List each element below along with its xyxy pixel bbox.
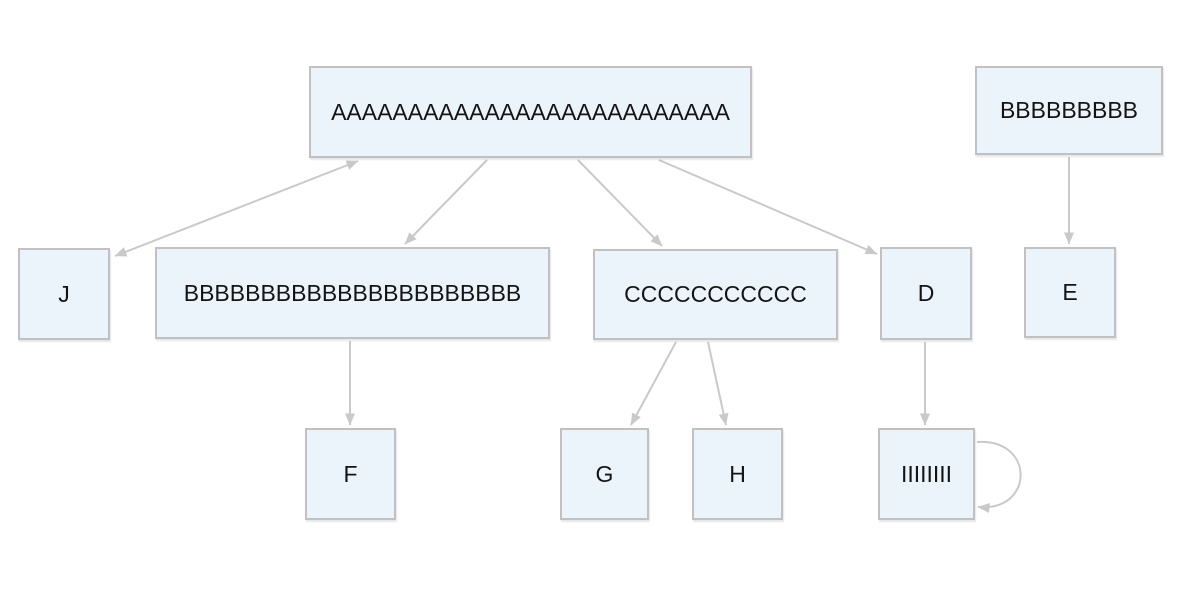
edge-c-h xyxy=(707,341,729,426)
node-b-top[interactable]: BBBBBBBBB xyxy=(975,66,1163,155)
edge-a-j xyxy=(114,160,359,257)
node-c[interactable]: CCCCCCCCCCC xyxy=(593,249,838,340)
edge-a-b-mid xyxy=(404,159,488,245)
node-b-mid[interactable]: BBBBBBBBBBBBBBBBBBBBBB xyxy=(155,247,550,339)
node-f[interactable]: F xyxy=(305,428,396,520)
node-h-label: H xyxy=(729,460,746,487)
node-b-top-label: BBBBBBBBB xyxy=(999,97,1139,123)
node-a-label: AAAAAAAAAAAAAAAAAAAAAAAAAA xyxy=(331,98,730,125)
node-f-label: F xyxy=(343,460,358,487)
node-a[interactable]: AAAAAAAAAAAAAAAAAAAAAAAAAA xyxy=(309,66,752,158)
node-g-label: G xyxy=(595,460,614,487)
node-d[interactable]: D xyxy=(880,247,972,340)
node-j-label: J xyxy=(58,280,70,307)
node-h[interactable]: H xyxy=(692,428,783,520)
node-g[interactable]: G xyxy=(560,428,649,520)
node-i-label: IIIIIIII xyxy=(900,460,953,487)
edge-a-d xyxy=(658,159,878,255)
node-e[interactable]: E xyxy=(1024,247,1116,338)
node-i[interactable]: IIIIIIII xyxy=(878,428,975,520)
node-b-mid-label: BBBBBBBBBBBBBBBBBBBBBB xyxy=(183,279,522,306)
edge-i-self-loop xyxy=(976,440,1022,513)
node-c-label: CCCCCCCCCCC xyxy=(624,281,807,307)
node-j[interactable]: J xyxy=(18,248,110,340)
edge-c-g xyxy=(630,341,677,426)
node-e-label: E xyxy=(1062,279,1078,305)
edge-a-c xyxy=(577,159,663,247)
node-d-label: D xyxy=(917,280,935,306)
